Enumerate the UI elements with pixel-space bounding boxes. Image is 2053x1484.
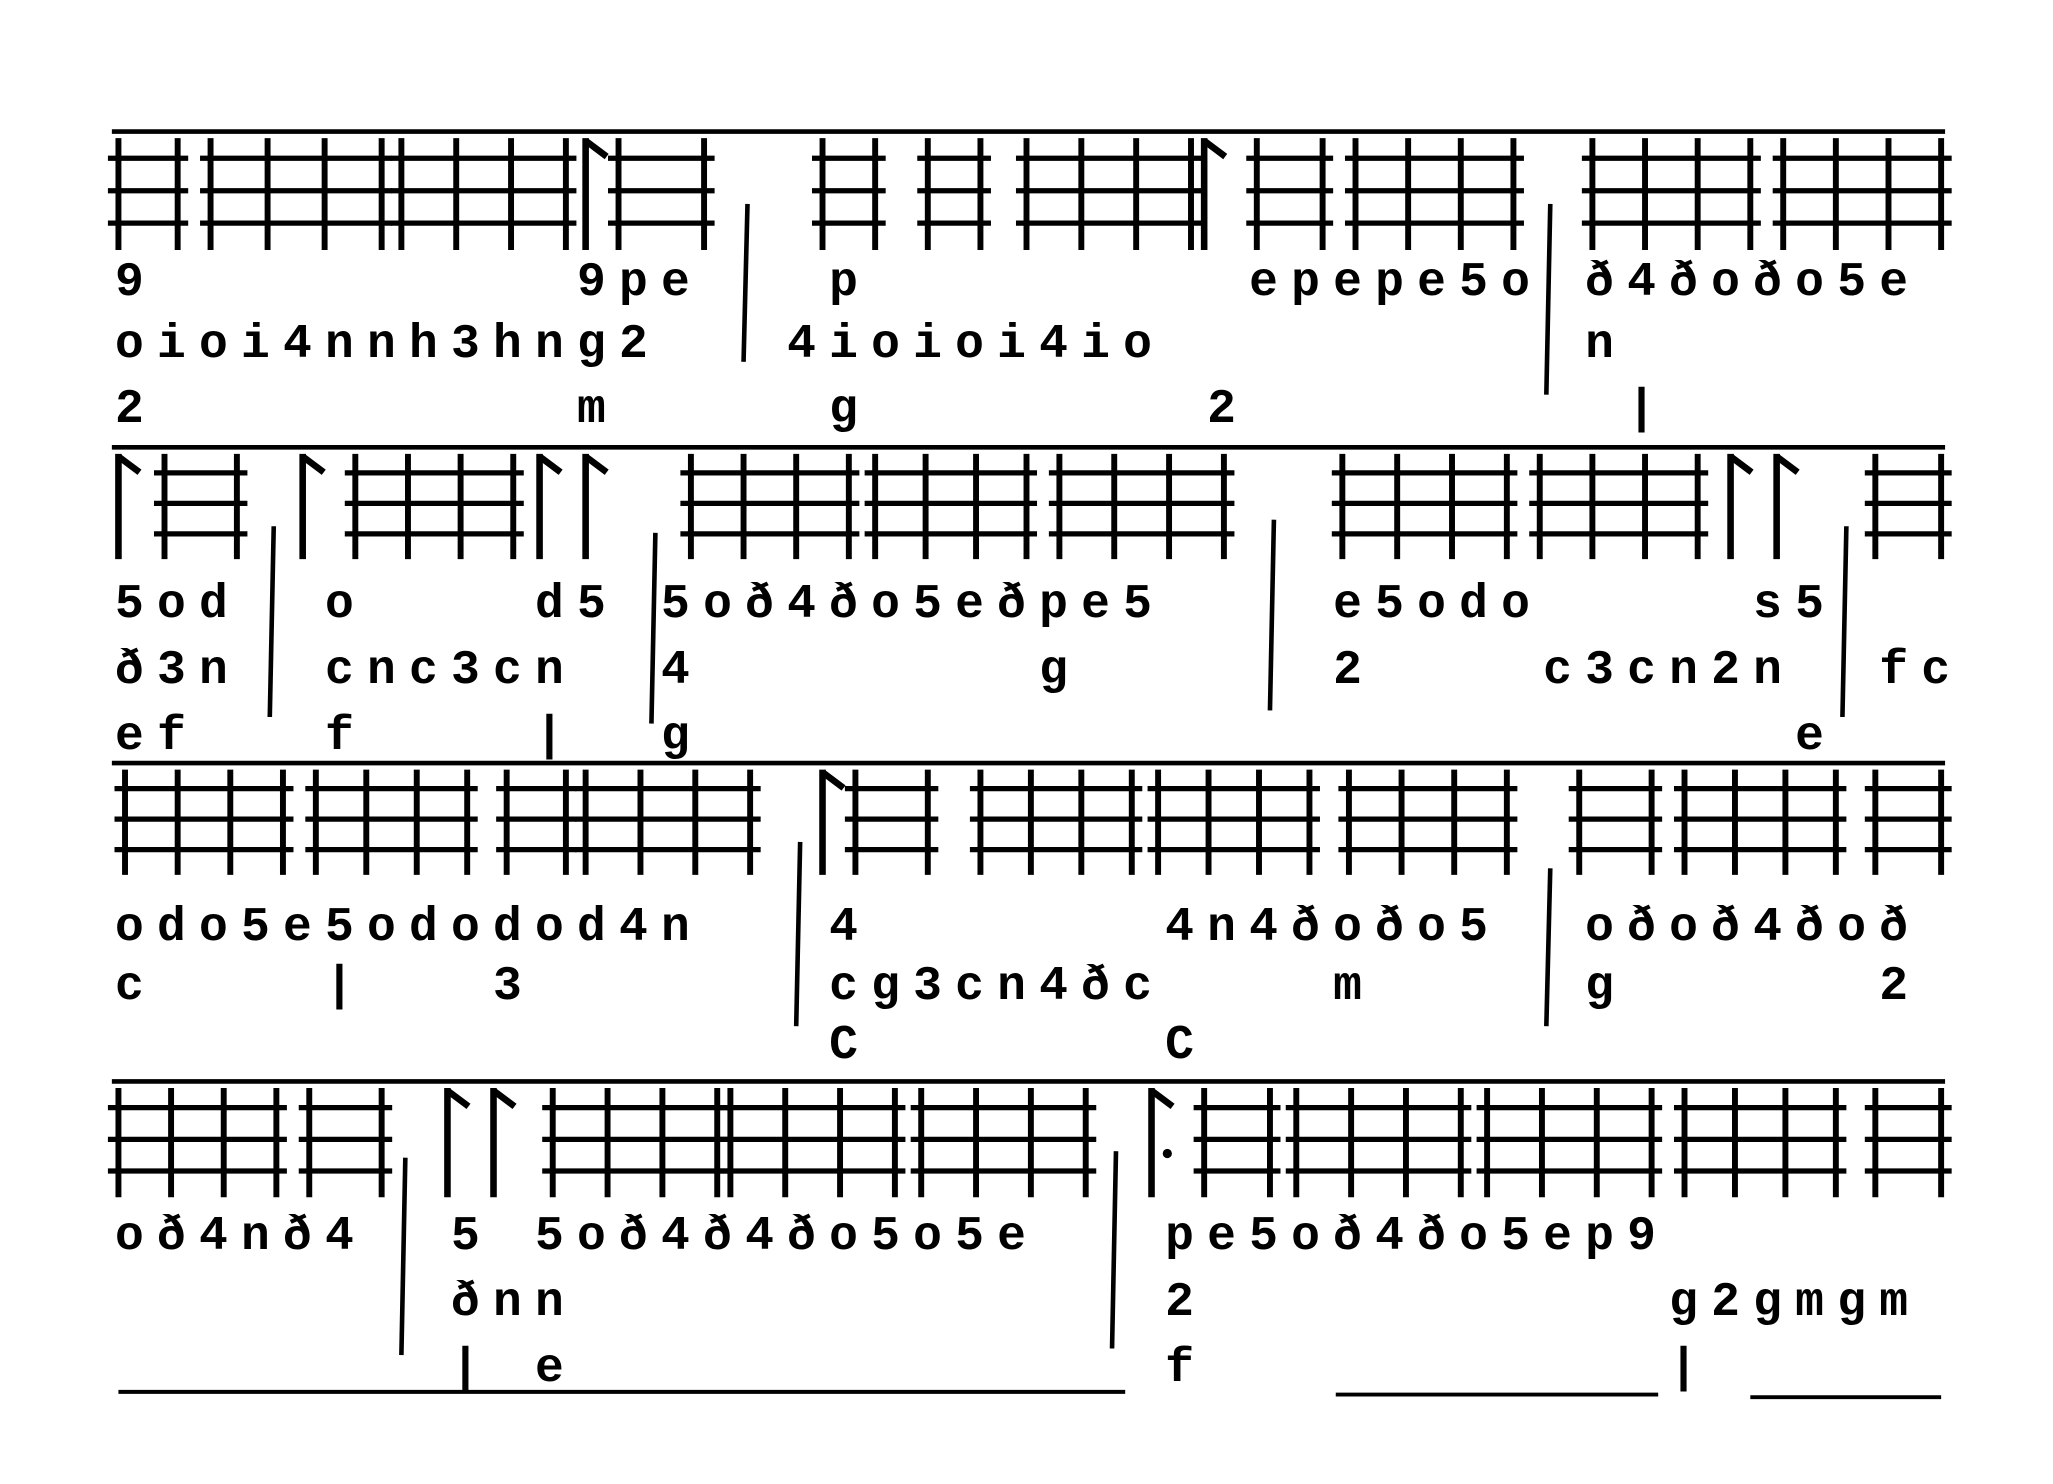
rhythm-dot <box>1162 1148 1172 1159</box>
system-4-row-2: ðnn 2 g2gmgm <box>115 1276 1922 1330</box>
barline <box>741 203 750 362</box>
rhythm-flag <box>1202 138 1228 160</box>
system-2-row-2: ð3n cnc3cn 4 g 2 c3cn2n fc <box>115 644 1964 698</box>
system-3-row-2: c | 3 cg3cn4ðc m g 2 <box>115 960 1922 1014</box>
barline <box>1544 868 1553 1027</box>
system-1-row-2: oioi4nnh3hng2 4ioioi4io n <box>115 318 1628 372</box>
rhythm-flag <box>491 1088 517 1110</box>
rhythm-flag <box>445 1088 471 1110</box>
system-4-row-1: oð4nð4 5 5oð4ð4ðo5o5e pe5oð4ðo5ep9 <box>115 1210 1670 1264</box>
rhythm-flag <box>1149 1088 1175 1110</box>
rhythm-flag <box>1774 453 1800 475</box>
barline <box>267 526 277 718</box>
barline <box>649 532 658 724</box>
rhythm-flag <box>300 453 326 475</box>
rhythm-flag <box>1728 453 1754 475</box>
barline <box>399 1157 408 1356</box>
system-2-row-1: 5od o d5 5oð4ðo5eðpe5 e5odo s5 <box>115 578 1838 632</box>
system-2-row-3: ef f | g e <box>115 710 1838 764</box>
system-3-row-1: odo5e5ododod4n 4 4n4ðoðo5 oðoð4ðoð <box>115 901 1922 955</box>
system-1-row-3: 2 m g 2 | <box>115 383 1670 437</box>
barline <box>1840 526 1849 718</box>
barline <box>1267 519 1277 711</box>
rhythm-flag <box>583 453 609 475</box>
barline <box>1109 1151 1119 1349</box>
system-4-row-3: | e f | <box>115 1342 1712 1396</box>
rhythm-flag <box>116 453 142 475</box>
rhythm-flag <box>820 769 846 791</box>
system-3-row-3: C C <box>115 1019 1208 1073</box>
barline <box>1544 203 1553 395</box>
barline <box>793 841 803 1027</box>
rhythm-flag <box>583 138 609 160</box>
rhythm-flag <box>537 453 563 475</box>
system-1-row-1: 9 9pe p epepe5o ð4ðoðo5e <box>115 256 1922 310</box>
